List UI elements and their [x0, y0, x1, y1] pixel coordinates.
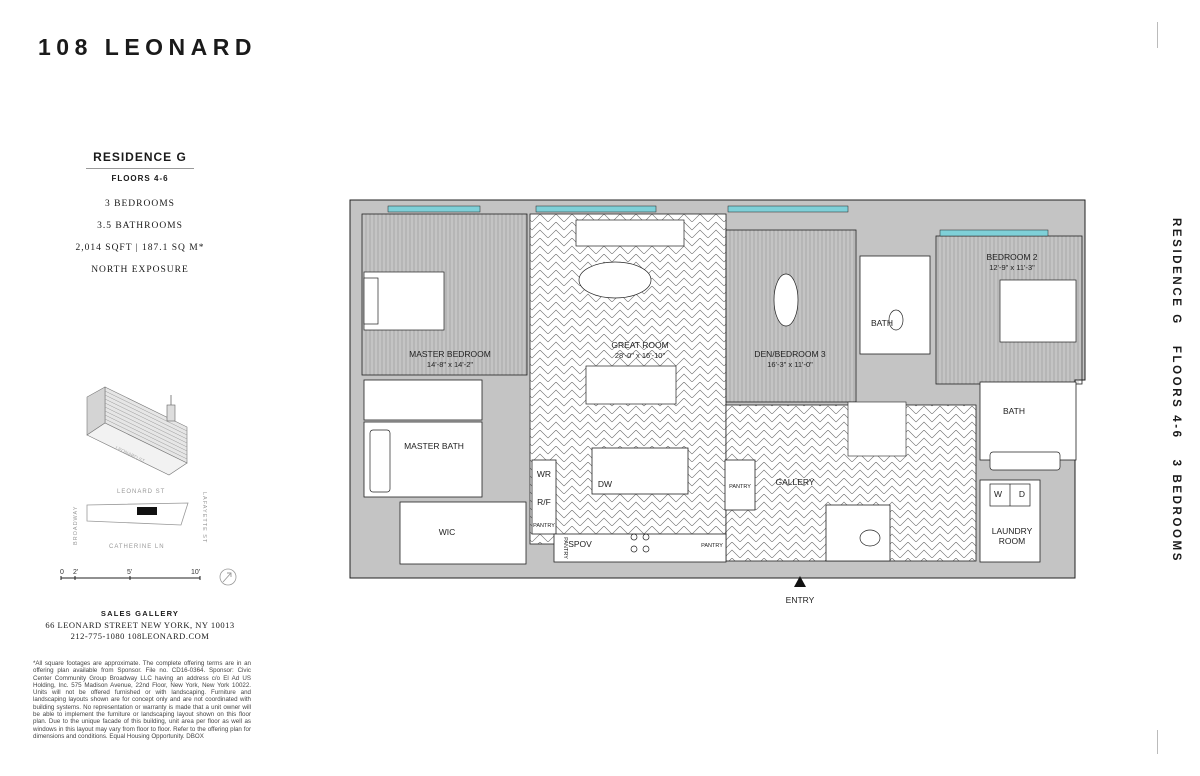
bedroom2-dim: 12'-9" x 11'-3"	[989, 263, 1035, 272]
bath-toilet	[888, 309, 904, 331]
bathroom-count: 3.5 BATHROOMS	[97, 221, 183, 231]
dining-table	[585, 365, 677, 405]
master-tub	[369, 429, 391, 493]
sales-gallery-title: SALES GALLERY	[100, 609, 180, 618]
pantry-right-label: PANTRY	[701, 543, 723, 549]
building-icon	[86, 386, 188, 476]
laundry-label-1: LAUNDRY	[992, 526, 1033, 536]
scale-tick-0: 0	[60, 569, 64, 576]
powder-room	[825, 504, 891, 562]
den-table	[773, 273, 799, 327]
brand-logo: 108 LEONARD	[38, 34, 257, 60]
street-east-label: LAFAYETTE ST	[201, 492, 207, 543]
wic-room	[399, 501, 527, 565]
exposure: NORTH EXPOSURE	[91, 265, 189, 275]
vertical-sidebar-title: RESIDENCE G FLOORS 4-6 3 BEDROOMS	[1162, 218, 1190, 563]
kitchen-island	[591, 447, 689, 495]
bath2-label: BATH	[1003, 406, 1025, 416]
master-bedroom-label: MASTER BEDROOM	[409, 349, 491, 359]
den-dim: 16'-3" x 11'-0"	[767, 360, 813, 369]
entry-arrow-icon	[794, 576, 806, 587]
building-marker	[137, 507, 157, 515]
dryer-label: D	[1019, 489, 1025, 499]
legal-disclaimer: *All square footages are approximate. Th…	[33, 660, 251, 740]
gallery-label: GALLERY	[775, 477, 814, 487]
vertical-residence: RESIDENCE G	[1170, 218, 1182, 326]
coffee-table	[578, 261, 652, 299]
corner-rule-top	[1157, 22, 1158, 48]
building-locator-map: LEONARD ST LEONARD ST CATHERINE LN BROAD…	[73, 386, 207, 550]
master-bath-label: MASTER BATH	[404, 441, 464, 451]
entry-label: ENTRY	[786, 595, 815, 605]
street-north-label: LEONARD ST	[117, 489, 165, 495]
wic-label: WIC	[439, 527, 456, 537]
dw-label: DW	[598, 479, 612, 489]
furniture	[363, 219, 1077, 553]
scale-bar: 0 2' 5' 10'	[60, 568, 237, 586]
sofa	[575, 219, 685, 247]
den-label: DEN/BEDROOM 3	[754, 349, 826, 359]
bath-room	[859, 255, 931, 355]
scale-tick-2: 2'	[73, 569, 78, 576]
closets	[847, 401, 907, 457]
street-west-label: BROADWAY	[73, 506, 79, 545]
bath2-tub	[989, 451, 1061, 471]
sales-address: 66 LEONARD STREET NEW YORK, NY 10013	[45, 620, 235, 630]
great-room-label: GREAT ROOM	[611, 340, 668, 350]
rf-label: R/F	[537, 497, 551, 507]
vertical-bedrooms: 3 BEDROOMS	[1170, 459, 1182, 563]
scale-tick-5: 5'	[127, 569, 132, 576]
bath2-room	[979, 381, 1077, 461]
bedroom2-bed	[999, 279, 1077, 343]
master-bath-upper	[363, 379, 483, 421]
title-divider	[86, 168, 194, 169]
pantry-vertical-label: PANTRY	[562, 537, 568, 559]
block-outline	[86, 502, 189, 526]
powder-sink	[859, 529, 881, 547]
pantry-gallery-label: PANTRY	[729, 484, 751, 490]
unit-area: 2,014 SQFT | 187.1 SQ M*	[75, 243, 205, 253]
bath-label: BATH	[871, 318, 893, 328]
gallery-pantry	[724, 459, 756, 511]
sales-contact: 212-775-1080 108LEONARD.COM	[70, 631, 210, 641]
kitchen-counter	[553, 533, 727, 563]
wr-rf-closet	[531, 459, 557, 535]
bedroom-count: 3 BEDROOMS	[105, 199, 175, 209]
spov-label: SPOV	[568, 539, 592, 549]
residence-floors: FLOORS 4-6	[111, 174, 169, 183]
wr-label: WR	[537, 469, 551, 479]
bedroom2-label: BEDROOM 2	[986, 252, 1037, 262]
scale-tick-10: 10'	[191, 569, 200, 576]
windows	[387, 205, 1049, 237]
great-room-dim: 28'-0" x 16'-10"	[615, 351, 666, 360]
north-arrow-icon	[219, 568, 237, 586]
pantry-small-label: PANTRY	[533, 523, 555, 529]
residence-title: RESIDENCE G	[93, 150, 187, 164]
laundry-label-2: ROOM	[999, 536, 1025, 546]
street-south-label: CATHERINE LN	[109, 544, 165, 550]
vertical-floors: FLOORS 4-6	[1170, 345, 1182, 440]
corner-rule-bottom	[1157, 730, 1158, 754]
master-bedroom-dim: 14'-8" x 14'-2"	[427, 360, 473, 369]
washer-label: W	[994, 489, 1002, 499]
floor-plan: MASTER BEDROOM 14'-8" x 14'-2" GREAT ROO…	[349, 199, 1086, 605]
